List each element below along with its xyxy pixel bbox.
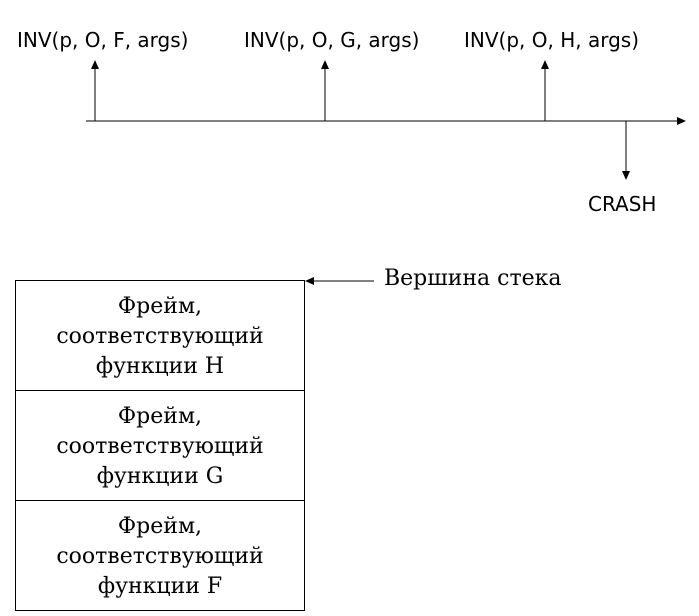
event-label-f: INV(p, O, F, args) <box>17 28 188 52</box>
stack-frame-line1-g: Фрейм, <box>118 404 202 429</box>
event-arrowhead-h <box>541 60 549 69</box>
stack-frame-f: Фрейм, соответствующий функции F <box>15 500 305 611</box>
stack-top-arrowhead <box>305 277 314 285</box>
event-invocation-h: INV(p, O, H, args) <box>464 28 639 121</box>
stack-frame-line3-g: функции G <box>97 464 224 489</box>
stack-frame-g: Фрейм, соответствующий функции G <box>15 390 305 501</box>
stack-frame-line3-f: функции F <box>98 574 222 599</box>
stack-frame-box-f <box>15 500 305 611</box>
stack-frame-h: Фрейм, соответствующий функции H <box>15 280 305 391</box>
timeline-axis-arrowhead <box>677 117 686 125</box>
stack-frame-box-g <box>15 390 305 501</box>
event-label-h: INV(p, O, H, args) <box>464 28 639 52</box>
stack-frame-line1-h: Фрейм, <box>118 294 202 319</box>
timeline: INV(p, O, F, args) INV(p, O, G, args) IN… <box>17 28 686 216</box>
event-invocation-f: INV(p, O, F, args) <box>17 28 188 121</box>
stack-frame-line1-f: Фрейм, <box>118 514 202 539</box>
call-stack: Вершина стека Фрейм, соответствующий фун… <box>15 266 562 611</box>
crash-event: CRASH <box>588 121 656 216</box>
stack-frame-line3-h: функции H <box>96 354 224 379</box>
crash-label: CRASH <box>588 192 656 216</box>
stack-frame-line2-f: соответствующий <box>56 544 263 569</box>
event-invocation-g: INV(p, O, G, args) <box>244 28 419 121</box>
stack-frame-line2-g: соответствующий <box>56 434 263 459</box>
event-label-g: INV(p, O, G, args) <box>244 28 419 52</box>
event-arrowhead-f <box>91 60 99 69</box>
stack-top-label: Вершина стека <box>384 266 562 291</box>
event-arrowhead-g <box>321 60 329 69</box>
crash-arrowhead <box>622 171 630 180</box>
stack-frame-line2-h: соответствующий <box>56 324 263 349</box>
stack-top-pointer: Вершина стека <box>305 266 562 291</box>
